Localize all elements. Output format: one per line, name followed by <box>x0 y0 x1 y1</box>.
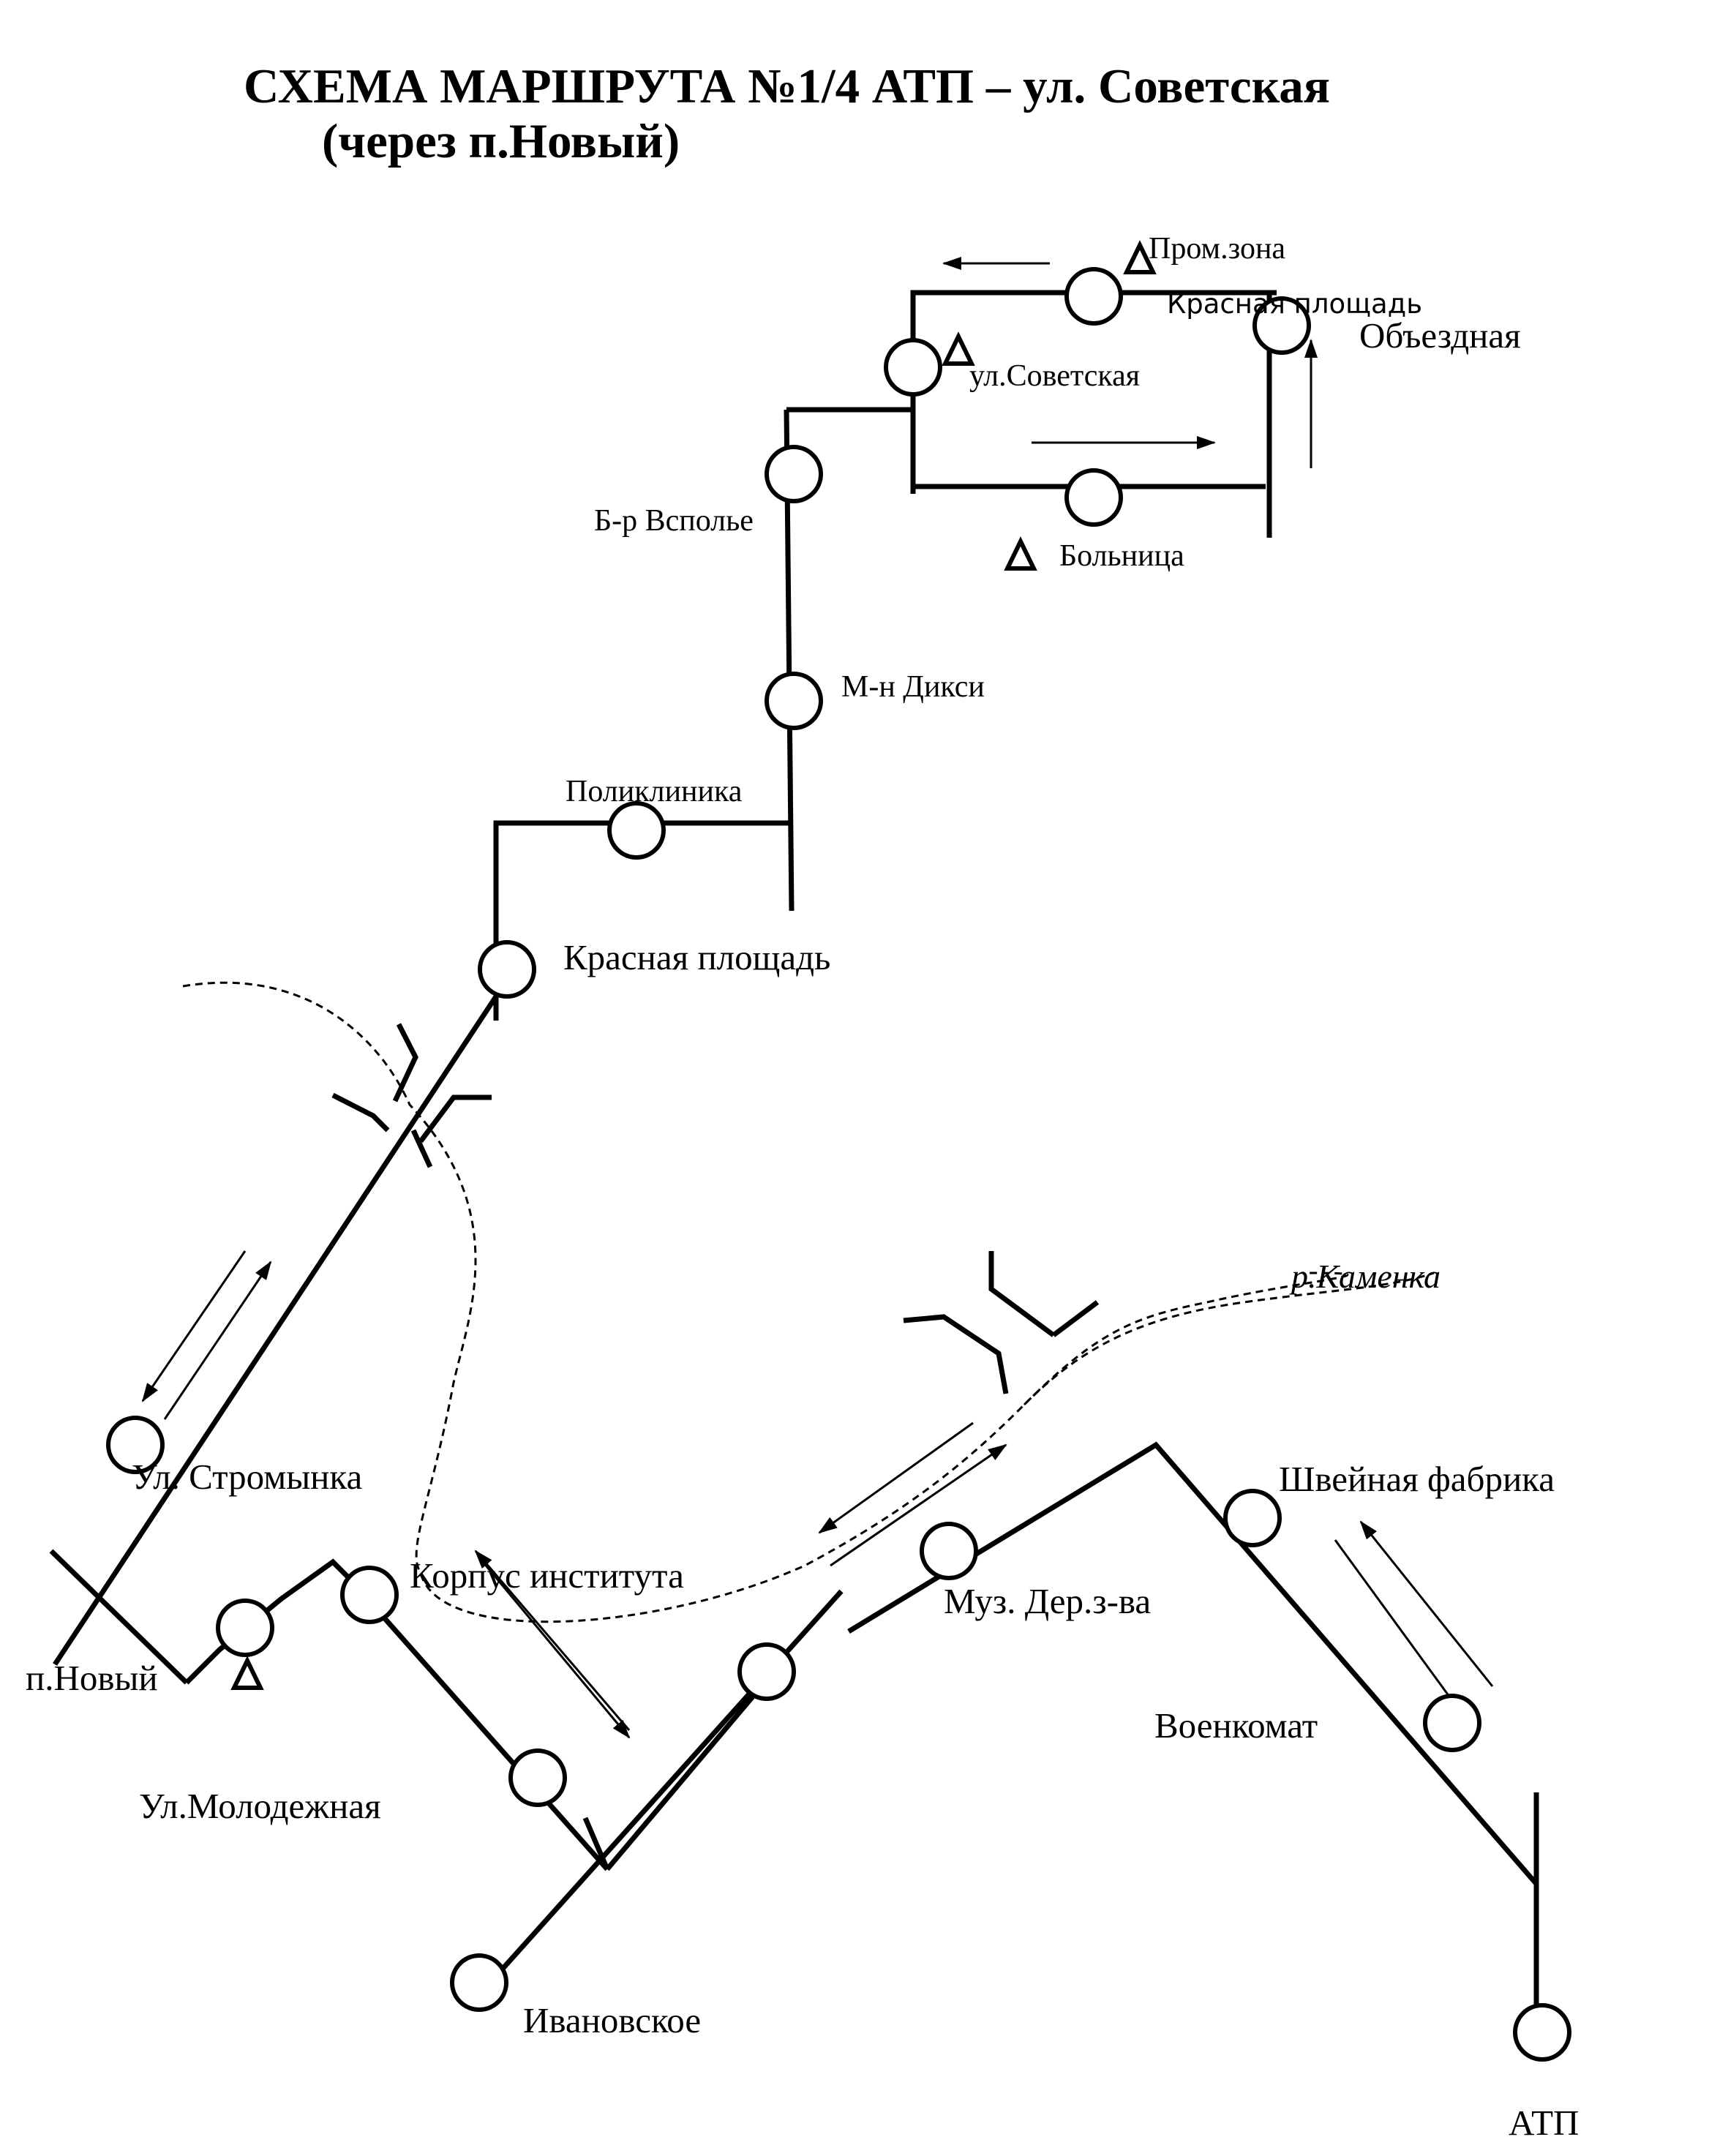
river-kamenka <box>182 981 1349 1623</box>
label-diksi: М-н Дикси <box>841 670 985 704</box>
stop-ivanovskoe-upper <box>737 1642 796 1701</box>
river-label: р.Каменка <box>1289 1258 1441 1295</box>
route-muz-shveinaya <box>847 1441 1539 1886</box>
stop-vspolye <box>765 445 823 503</box>
bridge-lower-c <box>903 1314 1009 1394</box>
river-kamenka-tail <box>1023 1272 1435 1406</box>
label-bolnitsa: Больница <box>1059 539 1184 573</box>
route-upper-loop-top <box>910 290 1277 494</box>
label-krasnaya-top: Красная площадь <box>1167 288 1422 320</box>
direction-arrow-shveinaya-down <box>1334 1539 1465 1717</box>
stop-krasnaya-ploshchad <box>478 940 536 999</box>
label-krasnaya-ploshchad: Красная площадь <box>563 937 830 977</box>
label-novy: п.Новый <box>26 1658 158 1698</box>
stop-prom-zona <box>1064 267 1123 326</box>
stop-novy <box>216 1599 274 1657</box>
direction-arrow-muz-up <box>830 1443 1007 1567</box>
stop-sovetskaya <box>884 338 942 397</box>
stop-obezdnaya <box>1252 296 1311 355</box>
label-atp: АТП <box>1509 2103 1579 2143</box>
direction-arrow-up-right <box>163 1261 272 1420</box>
route-diagonal-novy <box>53 995 498 1666</box>
scheme-subtitle: (через п.Новый) <box>322 114 680 168</box>
stop-muz-der-zva <box>920 1522 978 1580</box>
label-stromynka: Ул. Стромынка <box>132 1457 362 1497</box>
stop-atp <box>1513 2003 1571 2062</box>
label-shveinaya-fabrika: Швейная фабрика <box>1279 1459 1555 1499</box>
label-vspolye: Б-р Всполье <box>594 504 754 538</box>
bridge-upper-left-b <box>331 1092 390 1133</box>
stop-shveinaya-fabrika <box>1223 1489 1282 1547</box>
label-ivanovskoe: Ивановское <box>523 2000 701 2040</box>
shelter-icon-bolnitsa <box>1004 536 1037 571</box>
stop-bolnitsa <box>1064 468 1123 527</box>
stop-poliklinika <box>607 801 666 860</box>
bridge-lower-a <box>988 1251 1056 1337</box>
shelter-icon-sovetskaya <box>942 331 975 366</box>
route-bend-mark <box>582 1817 610 1871</box>
scheme-title: СХЕМА МАРШРУТА №1/4 АТП – ул. Советская <box>244 59 1330 113</box>
label-molodezhnaya: Ул.Молодежная <box>139 1786 381 1826</box>
stop-ivanovskoe <box>450 1953 508 2012</box>
direction-arrow-shveinaya-up <box>1359 1520 1494 1687</box>
stop-stromynka <box>106 1416 165 1474</box>
route-novy-cross <box>49 1549 189 1685</box>
route-korpus-molodezhnaya <box>375 1607 609 1871</box>
direction-arrow-korpus-down <box>481 1561 631 1739</box>
stop-diksi <box>765 672 823 730</box>
label-obezdnaya: Объездная <box>1359 315 1521 356</box>
label-korpus-instituta: Корпус института <box>410 1555 684 1596</box>
direction-arrow-down-left <box>141 1250 247 1402</box>
bridge-lower-b <box>1051 1300 1100 1337</box>
label-sovetskaya: ул.Советская <box>969 359 1140 393</box>
stop-molodezhnaya <box>508 1749 567 1807</box>
shelter-icon-prom-zona <box>1123 240 1157 274</box>
bridge-upper-right-b <box>410 1129 433 1168</box>
bridge-upper-left-a <box>392 1023 418 1103</box>
stop-voenkomat <box>1423 1694 1481 1752</box>
direction-arrow-river <box>818 1421 974 1534</box>
direction-arrow-korpus-up <box>474 1550 631 1731</box>
label-poliklinika: Поликлиника <box>566 775 743 808</box>
stop-korpus-instituta <box>340 1566 399 1624</box>
shelter-icon-molodezhnaya <box>230 1656 264 1690</box>
label-voenkomat: Военкомат <box>1154 1705 1318 1746</box>
bridge-upper-right-a <box>418 1094 492 1143</box>
label-muz-der-zva: Муз. Дер.з-ва <box>944 1581 1151 1621</box>
route-to-ivanovskoe-up <box>605 1680 767 1871</box>
label-prom-zona: Пром.зона <box>1149 232 1285 266</box>
